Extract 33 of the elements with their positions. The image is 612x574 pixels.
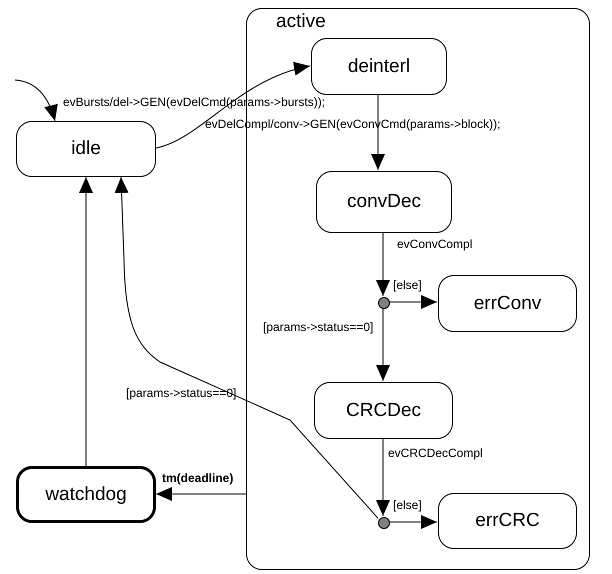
edge-label: tm(deadline)	[161, 471, 234, 485]
transition-arrow	[376, 438, 390, 516]
state-name: deinterl	[348, 56, 410, 78]
state-name: convDec	[347, 191, 421, 213]
edge-label: [else]	[392, 498, 423, 512]
transition-arrow	[376, 232, 390, 296]
transition-arrow	[371, 94, 385, 170]
transition-arrow	[79, 176, 93, 466]
edge-label: evCRCDecCompl	[387, 446, 484, 460]
junction-circle	[378, 297, 390, 309]
state-name: idle	[71, 138, 101, 160]
state-box	[438, 493, 577, 549]
state-box	[316, 171, 452, 233]
transition-arrow	[388, 295, 438, 309]
state-title: active	[276, 11, 326, 33]
edge-label: evConvCompl	[396, 237, 474, 251]
transition-arrow	[376, 308, 390, 382]
state-name: errCRC	[475, 510, 540, 532]
state-box	[16, 466, 156, 523]
state-name: watchdog	[45, 484, 127, 506]
edge-label: [params->status==0]	[262, 320, 374, 334]
transition-arrow	[14, 80, 58, 122]
transition-arrow	[114, 176, 379, 519]
state-box	[16, 121, 156, 177]
transition-arrow	[388, 515, 438, 529]
state-box	[311, 38, 447, 95]
transition-arrow	[156, 487, 246, 501]
state-box	[438, 275, 577, 332]
state-name: errConv	[474, 292, 542, 314]
junction-circle	[378, 517, 390, 529]
state-box	[314, 382, 453, 439]
state-name: CRCDec	[346, 400, 421, 422]
edge-label: [else]	[392, 278, 423, 292]
